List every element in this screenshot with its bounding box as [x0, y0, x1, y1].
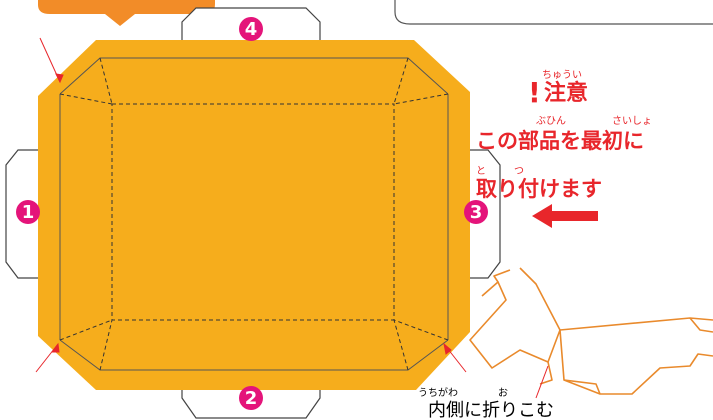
notice-line1: この部品を最初に — [476, 129, 644, 153]
notice-title: 注意 — [544, 80, 588, 106]
badge-circle — [239, 386, 263, 410]
badge-number: 4 — [245, 19, 258, 40]
line2-ruby-b: つ — [514, 166, 524, 177]
line2-ruby-a: と — [476, 165, 486, 177]
badge-circle — [16, 200, 40, 224]
notice-line2: 取り付けます — [476, 177, 602, 201]
fold-ruby-a: うちがわ — [418, 386, 458, 399]
fold-lines — [59, 57, 449, 371]
tab-badge-left: 1 — [16, 200, 40, 224]
warning-notice: ちゅうい ! 注意 ぶひん さいしょ この部品を最初に と つ 取り付けます — [476, 69, 652, 201]
fold-ruby-b: お — [498, 387, 508, 399]
dashed-fold-lines — [59, 57, 449, 371]
line1-ruby-a: ぶひん — [536, 115, 566, 127]
fold-note: うちがわ お 内側に折りこむ — [418, 386, 554, 420]
tab-badge-bottom: 2 — [239, 386, 263, 410]
fold-illustration — [469, 267, 713, 395]
fold-note-text: 内側に折りこむ — [428, 400, 554, 420]
badge-number: 1 — [22, 202, 35, 223]
tab-badge-top: 4 — [239, 17, 263, 41]
title-ruby: ちゅうい — [542, 69, 582, 81]
badge-number: 2 — [245, 388, 258, 409]
left-arrow-icon — [532, 204, 598, 228]
line1-ruby-b: さいしょ — [612, 115, 652, 127]
callout-outline — [394, 0, 713, 25]
badge-number: 3 — [470, 202, 483, 223]
tab-badge-right: 3 — [464, 200, 488, 224]
badge-circle — [239, 17, 263, 41]
callout-bubble — [38, 0, 215, 26]
corner-pointers — [35, 37, 467, 373]
orange-panel — [38, 40, 470, 390]
badge-circle — [464, 200, 488, 224]
fold-pointer — [535, 365, 549, 399]
exclamation-mark: ! — [528, 76, 541, 109]
